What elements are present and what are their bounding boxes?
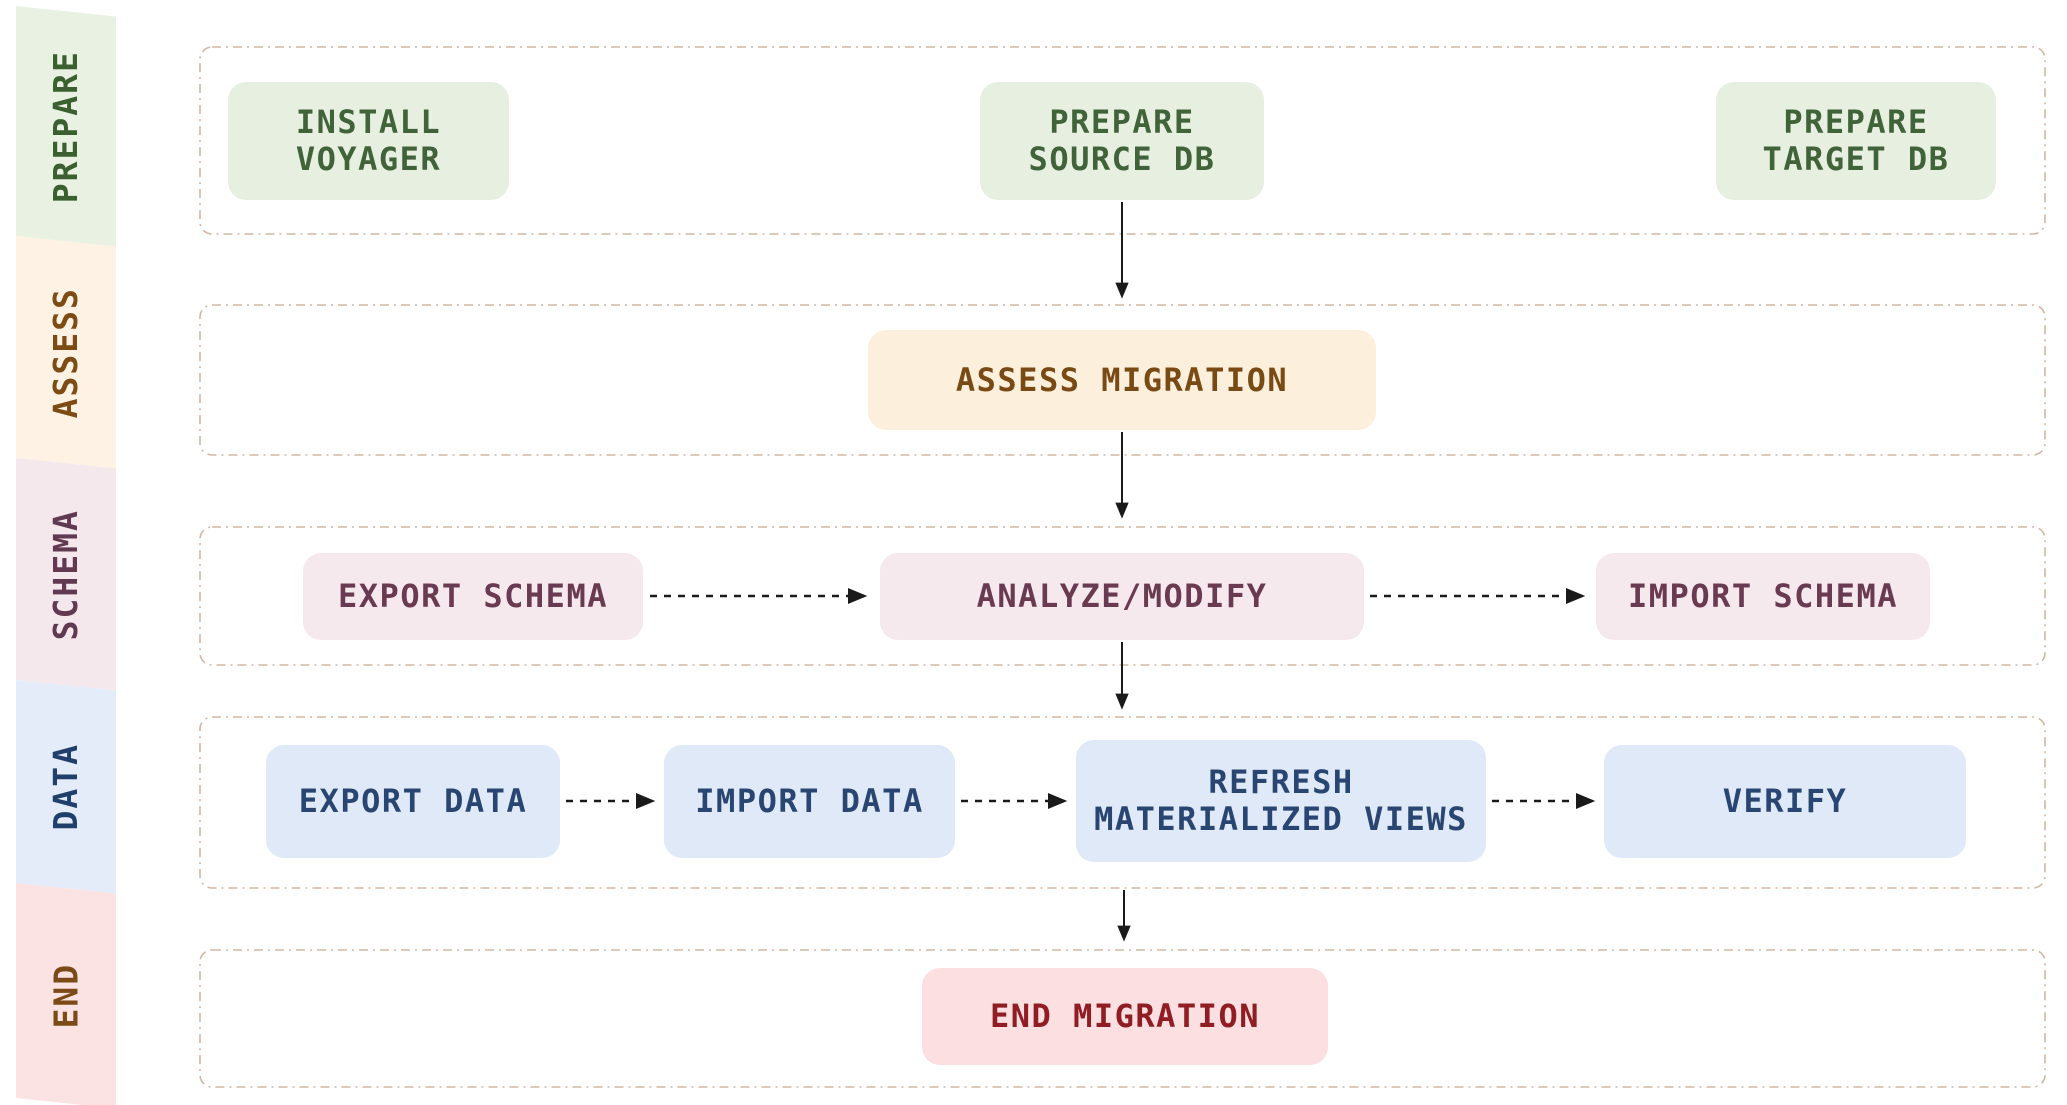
lane-tab-schema: SCHEMA	[16, 458, 116, 691]
lane-tab-prepare: PREPARE	[16, 6, 116, 247]
node-export-schema: EXPORT SCHEMA	[303, 553, 643, 640]
lane-container-assess	[199, 304, 2046, 456]
node-refresh-materialized-views: REFRESH MATERIALIZED VIEWS	[1076, 740, 1486, 862]
node-import-data: IMPORT DATA	[664, 745, 955, 858]
lane-tab-schema-label: SCHEMA	[46, 508, 86, 640]
node-import-schema: IMPORT SCHEMA	[1596, 553, 1930, 640]
lane-tab-data: DATA	[16, 680, 116, 894]
lane-tab-assess: ASSESS	[16, 236, 116, 469]
node-assess-migration: ASSESS MIGRATION	[868, 330, 1376, 430]
node-end-migration: END MIGRATION	[922, 968, 1328, 1065]
lane-tab-end-label: END	[46, 962, 86, 1029]
node-prepare-source-db: PREPARE SOURCE DB	[980, 82, 1264, 200]
node-install-voyager: INSTALL VOYAGER	[228, 82, 509, 200]
node-analyze-modify: ANALYZE/MODIFY	[880, 553, 1364, 640]
lane-container-data	[199, 716, 2046, 889]
node-prepare-target-db: PREPARE TARGET DB	[1716, 82, 1996, 200]
lane-tab-end: END	[16, 883, 116, 1105]
lane-tab-prepare-label: PREPARE	[46, 49, 86, 203]
lane-ribbon: PREPARE ASSESS SCHEMA DATA END	[16, 6, 116, 1105]
node-export-data: EXPORT DATA	[266, 745, 560, 858]
lane-tab-data-label: DATA	[46, 743, 86, 831]
lane-tab-assess-label: ASSESS	[46, 286, 86, 418]
lane-container-end	[199, 949, 2046, 1088]
lane-container-prepare	[199, 46, 2046, 235]
node-verify: VERIFY	[1604, 745, 1966, 858]
